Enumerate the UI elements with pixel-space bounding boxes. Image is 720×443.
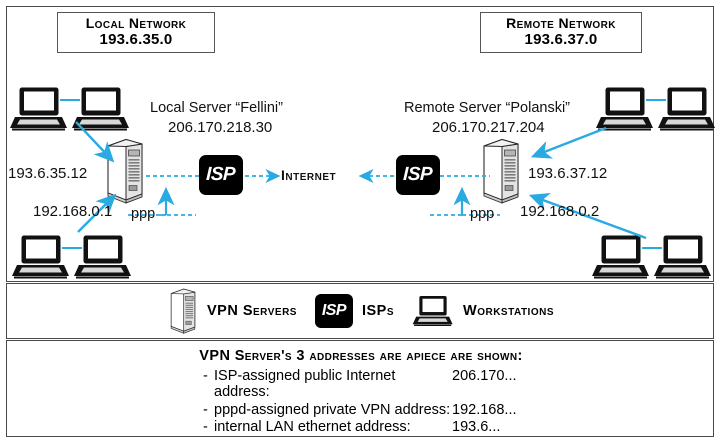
remote-server-lan-ip: 193.6.37.12 [528,165,608,182]
note-dash: - [203,368,208,384]
local-server-name: Local Server “Fellini” [150,100,283,116]
legend-label-vpn-servers: VPN Servers [207,303,297,319]
note-dash: - [203,401,208,418]
local-server-lan-ip: 193.6.35.12 [8,165,88,182]
note-value: 193.6... [452,419,501,435]
remote-ppp-label: ppp [470,206,495,222]
remote-network-name: Remote Network [506,15,616,31]
note-row: - internal LAN ethernet address: 193.6..… [7,419,715,435]
legend-panel: VPN Servers ISP ISPs Workstations [6,283,714,339]
legend-label-isps: ISPs [361,303,395,319]
note-value: 206.170... [452,368,517,384]
legend-item-isps: ISP ISPs [314,294,395,328]
isp-box-icon: ISP [314,294,353,328]
isp-right-label: ISP [403,164,433,185]
note-row: - pppd-assigned private VPN address: 192… [7,402,715,418]
note-text: ISP-assigned public Internet address: [214,368,396,400]
remote-server-name: Remote Server “Polanski” [404,100,570,116]
legend-item-workstations: Workstations [412,291,554,331]
notes-panel: VPN Server's 3 addresses are apiece are … [6,340,714,437]
isp-box-left: ISP [199,155,243,195]
legend-label-workstations: Workstations [463,303,554,319]
internet-label: Internet [281,167,337,183]
local-network-ip: 193.6.35.0 [99,30,173,48]
legend-isp-glyph: ISP [321,302,347,319]
isp-box-right: ISP [396,155,440,195]
note-text: pppd-assigned private VPN address: [214,401,451,418]
remote-server-vpn-ip: 192.168.0.2 [520,203,600,220]
isp-left-label: ISP [206,164,236,185]
server-tower-icon [170,288,196,334]
remote-network-box: Remote Network 193.6.37.0 [480,12,642,54]
remote-network-ip: 193.6.37.0 [524,30,598,48]
local-network-box: Local Network 193.6.35.0 [57,12,215,54]
local-ppp-label: ppp [131,206,156,222]
note-value: 192.168... [452,401,517,418]
note-text: internal LAN ethernet address: [214,419,411,435]
legend-item-vpn-servers: VPN Servers [168,288,297,334]
note-dash: - [203,419,208,435]
remote-server-public-ip: 206.170.217.204 [432,119,545,136]
notes-heading: VPN Server's 3 addresses are apiece are … [199,348,523,364]
local-server-vpn-ip: 192.168.0.1 [33,203,113,220]
local-network-name: Local Network [85,15,187,31]
note-row: - ISP-assigned public Internet address: … [7,368,715,400]
workstation-icon [412,295,453,327]
local-server-public-ip: 206.170.218.30 [168,119,273,136]
